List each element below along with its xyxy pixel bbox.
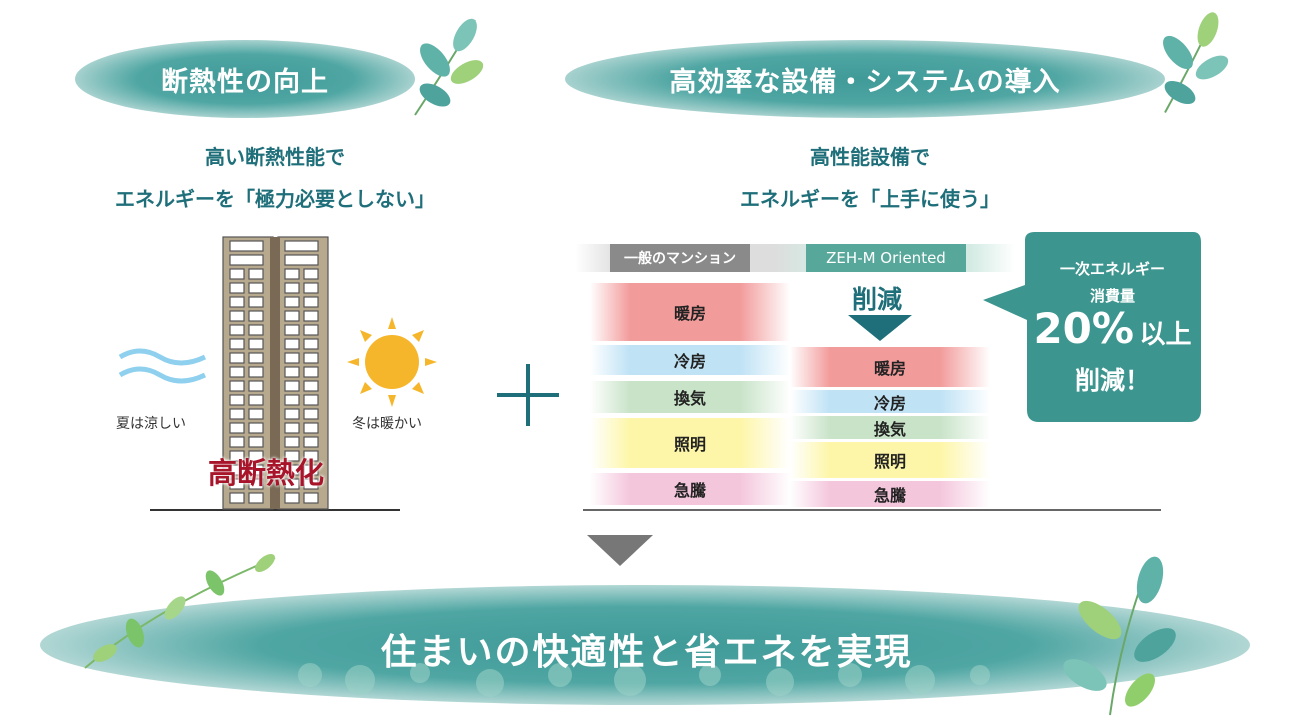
bubble-line: 消費量 <box>1089 287 1135 305</box>
reduction-label: 削減 <box>852 285 903 314</box>
leaf-icon <box>414 18 484 116</box>
zeh-item: 急騰 <box>790 481 990 507</box>
subtitle-line: 高性能設備で <box>810 145 930 169</box>
speech-bubble <box>983 232 1201 422</box>
bottom-title: 住まいの快適性と省エネを実現 <box>380 632 913 673</box>
subtitle-line: 高い断熱性能で <box>205 145 345 169</box>
wind-icon <box>118 348 207 384</box>
sun-icon <box>347 317 437 407</box>
bubble-percent: 20% <box>1033 304 1134 353</box>
equipment-title-text: 高効率な設備・システムの導入 <box>669 66 1061 98</box>
baseline <box>583 509 1161 511</box>
general-item: 冷房 <box>590 345 790 375</box>
column-zeh: ZEH-M Oriented <box>806 244 966 272</box>
column-general: 一般のマンション <box>610 244 750 272</box>
bubble-above: 以上 <box>1139 320 1192 350</box>
insulation-title-text: 断熱性の向上 <box>161 66 329 98</box>
zeh-item: 換気 <box>790 416 990 439</box>
winter-label: 冬は暖かい <box>352 416 422 432</box>
zeh-item: 暖房 <box>790 347 990 387</box>
down-arrow-icon <box>587 535 653 566</box>
general-item: 照明 <box>590 418 790 468</box>
leaf-icon <box>84 554 276 669</box>
subtitle-line: エネルギーを「極力必要としない」 <box>115 187 435 211</box>
subtitle-line: エネルギーを「上手に使う」 <box>740 187 1000 211</box>
zeh-item: 冷房 <box>790 390 990 413</box>
zeh-item: 照明 <box>790 442 990 478</box>
bubble-line: 一次エネルギー <box>1059 260 1165 278</box>
general-item: 換気 <box>590 381 790 413</box>
equipment-subtitle: 高性能設備で エネルギーを「上手に使う」 <box>660 136 1080 220</box>
bubble-text: 一次エネルギー 消費量 20% 以上 削減！ <box>1025 258 1200 397</box>
summer-label: 夏は涼しい <box>116 416 186 432</box>
bubble-percent-row: 20% 以上 <box>1025 306 1200 361</box>
plus-icon <box>497 364 559 426</box>
down-arrow-icon <box>848 315 912 341</box>
equipment-title: 高効率な設備・システムの導入 <box>565 40 1165 118</box>
general-item: 暖房 <box>590 283 790 341</box>
leaf-icon <box>1063 556 1176 716</box>
insulation-title: 断熱性の向上 <box>75 40 415 118</box>
bubble-line: 削減！ <box>1074 366 1150 395</box>
high-insulation-label: 高断熱化 <box>208 456 325 490</box>
insulation-subtitle: 高い断熱性能で エネルギーを「極力必要としない」 <box>40 136 510 220</box>
bokeh-decoration <box>298 663 990 697</box>
building-illustration <box>150 236 400 511</box>
general-item: 急騰 <box>590 473 790 505</box>
leaf-icon <box>1163 12 1229 113</box>
